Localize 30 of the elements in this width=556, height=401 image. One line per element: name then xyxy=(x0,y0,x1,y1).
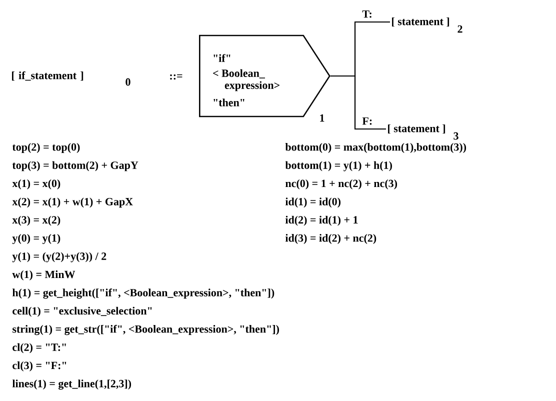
equation-text: id(3) = id(2) + nc(2) xyxy=(285,234,376,244)
equation-text: cl(2) = "T:" xyxy=(12,343,66,354)
equation-text: w(1) = MinW xyxy=(12,270,76,280)
edge-label: F: xyxy=(362,117,372,125)
equation-text: x(3) = x(2) xyxy=(12,216,60,226)
nonterminal-text: [ if_statement ] xyxy=(12,71,84,81)
equation-text: id(1) = id(0) xyxy=(285,198,340,208)
equation-text: string(1) = get_str(["if", <Boolean_expression>, "then"]) xyxy=(12,324,279,336)
equation-text: top(2) = top(0) xyxy=(12,143,80,153)
definition-sign: ::= xyxy=(170,74,182,80)
equation-text: cl(3) = "F:" xyxy=(12,361,66,372)
edge-label: T: xyxy=(362,10,372,18)
equation-text: bottom(1) = y(1) + h(1) xyxy=(285,161,392,172)
equation-text: y(1) = (y(2)+y(3)) / 2 xyxy=(12,252,106,262)
equation-text: bottom(0) = max(bottom(1),bottom(3)) xyxy=(285,143,466,153)
equation-text: nc(0) = 1 + nc(2) + nc(3) xyxy=(286,179,398,190)
nonterminal-text: [ statement ] xyxy=(392,17,450,27)
equation-text: x(2) = x(1) + w(1) + GapX xyxy=(12,198,133,208)
equation-text: cell(1) = "exclusive_selection" xyxy=(12,306,152,317)
node-number: 3 xyxy=(454,132,458,140)
equation-text: id(2) = id(1) + 1 xyxy=(285,216,358,226)
equation-text: h(1) = get_height(["if", <Boolean_expression>, "then"]) xyxy=(12,288,274,299)
branch-line xyxy=(330,75,386,130)
equation-text: y(0) = y(1) xyxy=(12,234,60,244)
nonterminal-text: [ statement ] xyxy=(388,124,446,134)
equation-text: lines(1) = get_line(1,[2,3]) xyxy=(12,380,132,390)
equation-text: top(3) = bottom(2) + GapY xyxy=(12,161,138,172)
node-number: 2 xyxy=(458,25,462,33)
equation-text: x(1) = x(0) xyxy=(12,179,60,190)
node-number: 0 xyxy=(126,78,130,86)
